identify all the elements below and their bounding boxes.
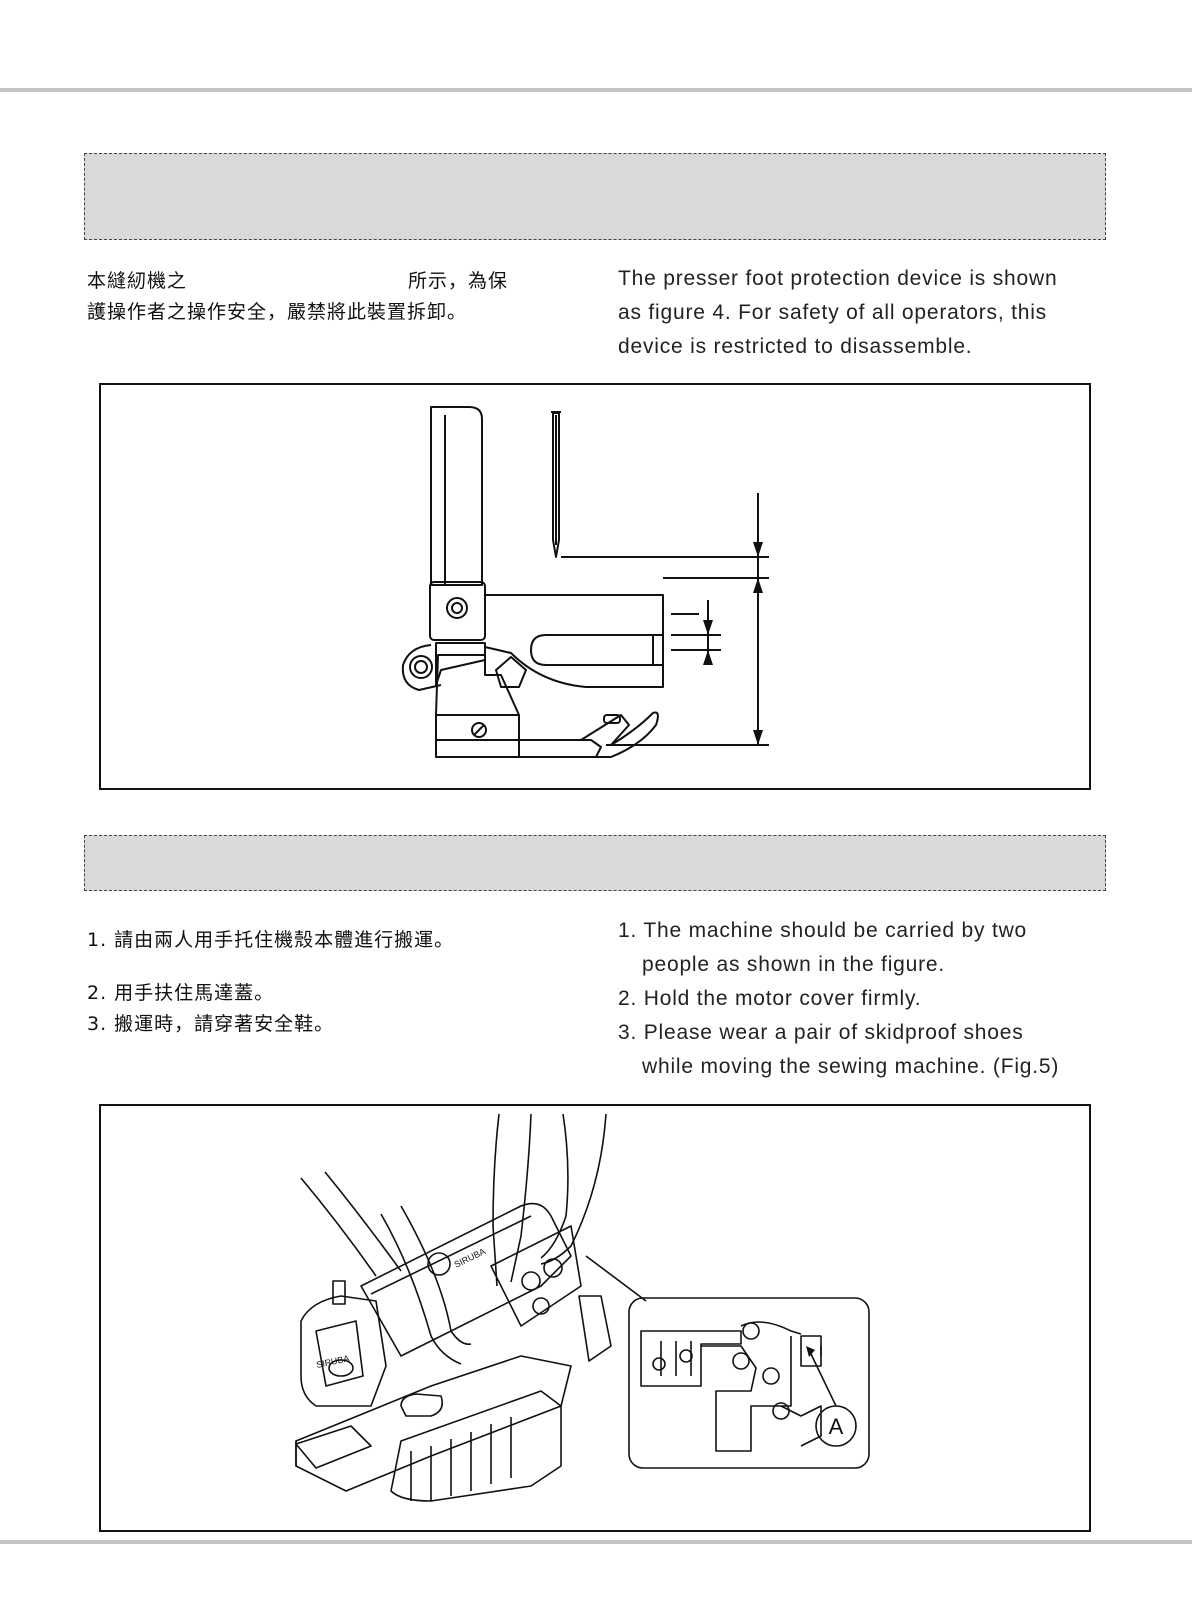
callout-circle xyxy=(815,1405,857,1447)
detail-inset xyxy=(628,1297,870,1469)
foot-body xyxy=(435,654,520,758)
en-list-2: 1. The machine should be carried by two … xyxy=(618,914,1118,1084)
clamp-block xyxy=(429,581,486,641)
bottom-rule xyxy=(0,1540,1192,1544)
zh-list-2: 1. 請由兩人用手托住機殼本體進行搬運。 2. 用手扶住馬達蓋。 3. 搬運時，… xyxy=(87,925,567,1040)
section-banner-1 xyxy=(84,153,1106,240)
zh-item-1: 1. 請由兩人用手托住機殼本體進行搬運。 xyxy=(87,929,455,951)
en-item-1b: people as shown in the figure. xyxy=(642,953,946,976)
protection-plate xyxy=(484,594,664,688)
presser-foot-drawing xyxy=(401,406,769,758)
en-item-2: 2. Hold the motor cover firmly. xyxy=(618,987,922,1010)
zh-line1-b: 所示，為保 xyxy=(408,270,509,292)
zh-item-3: 3. 搬運時，請穿著安全鞋。 xyxy=(87,1013,335,1035)
section-banner-2 xyxy=(84,835,1106,891)
zh-line1-a: 本縫紉機之 xyxy=(87,270,188,292)
top-rule xyxy=(0,88,1192,92)
brand-label-arm: SIRUBA xyxy=(452,1246,487,1270)
presser-bar xyxy=(430,406,483,586)
en-text-1: The presser foot protection device is sh… xyxy=(618,262,1118,364)
figure-5-box: A SIRUBA SIRUBA xyxy=(99,1104,1091,1532)
arm-right-1 xyxy=(492,1113,500,1287)
callout-leader xyxy=(585,1255,647,1302)
zh-text-1: 本縫紉機之 所示，為保 護操作者之操作安全，嚴禁將此裝置拆卸。 xyxy=(87,266,567,328)
callout-pointer xyxy=(810,1353,837,1407)
foot-sole xyxy=(436,739,602,758)
callout-letter: A xyxy=(829,1414,844,1439)
machine-head xyxy=(300,1295,387,1407)
zh-item-2: 2. 用手扶住馬達蓋。 xyxy=(87,982,275,1004)
en-line-2: as figure 4. For safety of all operators… xyxy=(618,301,1047,324)
en-line-3: device is restricted to disassemble. xyxy=(618,335,973,358)
en-item-3: 3. Please wear a pair of skidproof shoes xyxy=(618,1021,1024,1044)
zh-line2: 護操作者之操作安全，嚴禁將此裝置拆卸。 xyxy=(87,301,468,323)
en-item-3b: while moving the sewing machine. (Fig.5) xyxy=(642,1055,1060,1078)
figure-4-box xyxy=(99,383,1091,790)
arm-left-1 xyxy=(300,1177,377,1277)
machine-carry-drawing: A SIRUBA SIRUBA xyxy=(295,1113,870,1502)
en-line-1: The presser foot protection device is sh… xyxy=(618,267,1058,290)
en-item-1: 1. The machine should be carried by two xyxy=(618,919,1028,942)
machine-arm xyxy=(360,1202,572,1357)
